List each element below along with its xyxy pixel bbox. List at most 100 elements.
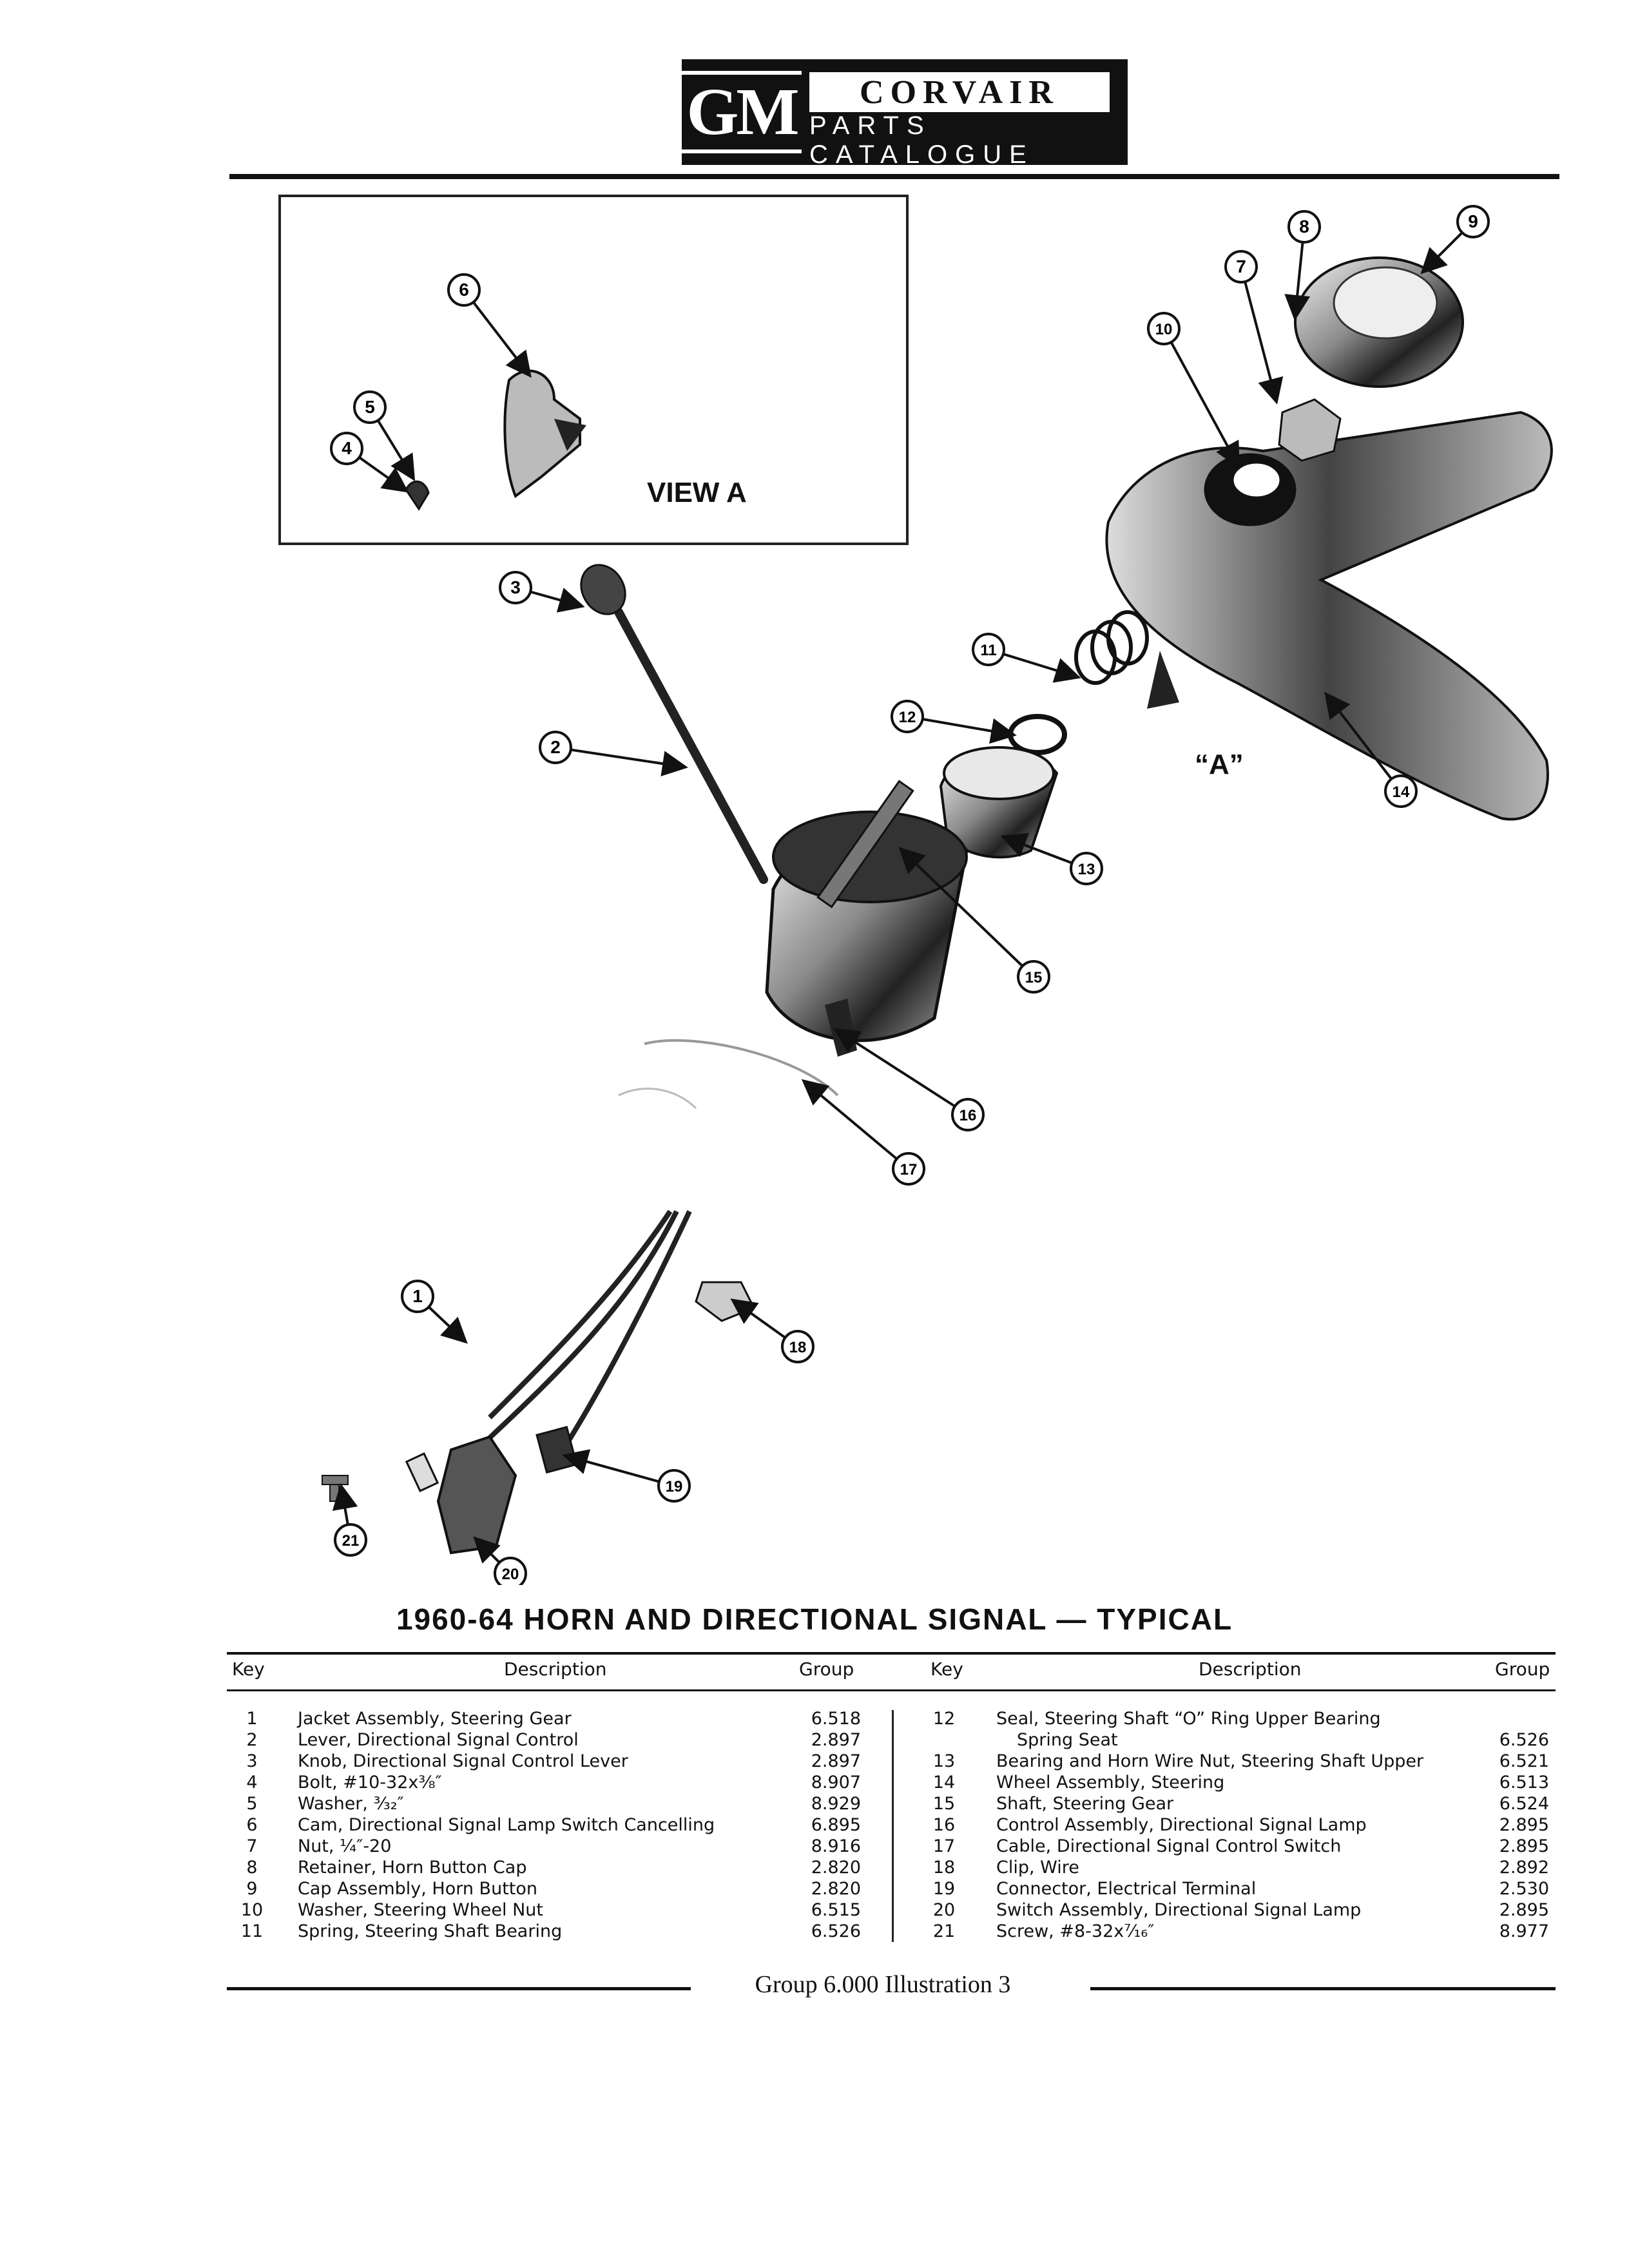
header-group-left: Group <box>799 1658 854 1680</box>
part-description: Switch Assembly, Directional Signal Lamp <box>996 1900 1362 1920</box>
part-description: Nut, ¼″-20 <box>298 1836 392 1856</box>
part-key: 15 <box>932 1794 956 1814</box>
callout-14: 14 <box>1324 691 1418 808</box>
header-group-right: Group <box>1495 1658 1550 1680</box>
callout-circle-14 <box>1384 774 1418 808</box>
part-group: 2.820 <box>811 1858 861 1878</box>
callout-21: 21 <box>332 1483 367 1557</box>
part-key: 19 <box>932 1879 956 1899</box>
part-key: 9 <box>246 1879 258 1899</box>
callout-20: 20 <box>473 1536 527 1585</box>
callout-number-8: 8 <box>1299 216 1309 236</box>
part-description: Lever, Directional Signal Control <box>298 1730 579 1750</box>
callout-16: 16 <box>833 1028 985 1131</box>
header-description-left: Description <box>504 1658 607 1680</box>
part-description: Shaft, Steering Gear <box>996 1794 1174 1814</box>
callout-number-5: 5 <box>365 397 375 417</box>
part-key: 12 <box>932 1709 956 1729</box>
part-description: Wheel Assembly, Steering <box>996 1773 1225 1792</box>
spring-part <box>1074 610 1149 685</box>
callout-number-14: 14 <box>1393 783 1410 801</box>
view-a-inset <box>278 195 909 545</box>
callout-9: 9 <box>1420 205 1490 274</box>
o-ring-seal-part <box>1008 714 1067 755</box>
part-description: Knob, Directional Signal Control Lever <box>298 1751 628 1771</box>
part-group: 6.521 <box>1499 1751 1549 1771</box>
callout-number-9: 9 <box>1468 211 1478 231</box>
callout-number-18: 18 <box>789 1339 807 1356</box>
callout-1: 1 <box>401 1280 468 1344</box>
callout-circle-20 <box>494 1557 527 1585</box>
callout-5: 5 <box>353 390 416 481</box>
callout-circle-5 <box>353 390 387 424</box>
part-description: Connector, Electrical Terminal <box>996 1879 1257 1899</box>
part-key: 8 <box>246 1858 258 1878</box>
callout-number-4: 4 <box>342 438 352 458</box>
table-header-rule <box>227 1689 1556 1691</box>
callout-number-6: 6 <box>459 280 469 300</box>
part-description: Bolt, #10-32x⅜″ <box>298 1773 442 1792</box>
part-group: 2.895 <box>1499 1836 1549 1856</box>
header-rule <box>229 174 1559 179</box>
signal-switch-wiring <box>475 1209 692 1452</box>
callout-leader-2 <box>555 746 688 776</box>
bearing-nut-part <box>939 746 1059 859</box>
part-key: 6 <box>246 1815 258 1835</box>
part-key: 10 <box>240 1900 264 1920</box>
callout-circle-8 <box>1287 210 1321 244</box>
part-group: 2.895 <box>1499 1900 1549 1920</box>
callout-number-17: 17 <box>900 1161 918 1178</box>
part-key: 21 <box>932 1921 956 1941</box>
part-key: 3 <box>246 1751 258 1771</box>
part-key: 20 <box>932 1900 956 1920</box>
callout-circle-3 <box>499 571 532 604</box>
part-key: 11 <box>240 1921 264 1941</box>
part-group: 2.530 <box>1499 1879 1549 1899</box>
callout-number-11: 11 <box>980 642 996 659</box>
footer-rule-right <box>1090 1987 1556 1990</box>
callout-circle-21 <box>334 1523 367 1557</box>
callout-leader-15 <box>898 847 1035 978</box>
callout-8: 8 <box>1284 210 1321 321</box>
callout-circle-4 <box>330 432 363 465</box>
part-key: 13 <box>932 1751 956 1771</box>
part-key: 4 <box>246 1773 258 1792</box>
callout-number-21: 21 <box>342 1532 360 1550</box>
part-group: 8.977 <box>1499 1921 1549 1941</box>
callout-circle-1 <box>401 1280 434 1313</box>
part-description: Bearing and Horn Wire Nut, Steering Shaf… <box>996 1751 1424 1771</box>
brand-title: CORVAIR <box>809 72 1110 112</box>
callout-circle-19 <box>657 1469 691 1503</box>
callout-leader-16 <box>833 1028 969 1116</box>
callout-number-12: 12 <box>899 709 916 726</box>
horn-button-cap-part <box>1294 256 1464 388</box>
part-description: Cable, Directional Signal Control Switch <box>996 1836 1342 1856</box>
callout-leader-19 <box>562 1449 675 1487</box>
header-description-right: Description <box>1199 1658 1302 1680</box>
part-description: Cap Assembly, Horn Button <box>298 1879 538 1899</box>
part-description: Cam, Directional Signal Lamp Switch Canc… <box>298 1815 715 1835</box>
view-a-marker: “A” <box>1195 749 1244 780</box>
signal-lever-part <box>580 564 768 884</box>
callout-2: 2 <box>539 731 688 776</box>
nut-part <box>1278 398 1342 462</box>
callout-number-19: 19 <box>666 1478 683 1495</box>
callout-4: 4 <box>330 432 409 493</box>
part-group: 6.524 <box>1499 1794 1549 1814</box>
callout-number-16: 16 <box>959 1107 977 1124</box>
callout-leader-10 <box>1162 328 1240 469</box>
part-key: 14 <box>932 1773 956 1792</box>
callout-circle-11 <box>972 633 1005 666</box>
callout-circle-18 <box>781 1330 815 1363</box>
callout-number-3: 3 <box>510 577 521 597</box>
callout-leader-6 <box>463 289 532 378</box>
callout-17: 17 <box>801 1079 925 1186</box>
header-key-left: Key <box>232 1658 265 1680</box>
part-group: 6.515 <box>811 1900 861 1920</box>
table-top-rule <box>227 1652 1556 1655</box>
part-description: Washer, Steering Wheel Nut <box>298 1900 543 1920</box>
callout-number-10: 10 <box>1155 321 1173 338</box>
callout-3: 3 <box>499 571 585 613</box>
callout-number-2: 2 <box>550 737 561 757</box>
